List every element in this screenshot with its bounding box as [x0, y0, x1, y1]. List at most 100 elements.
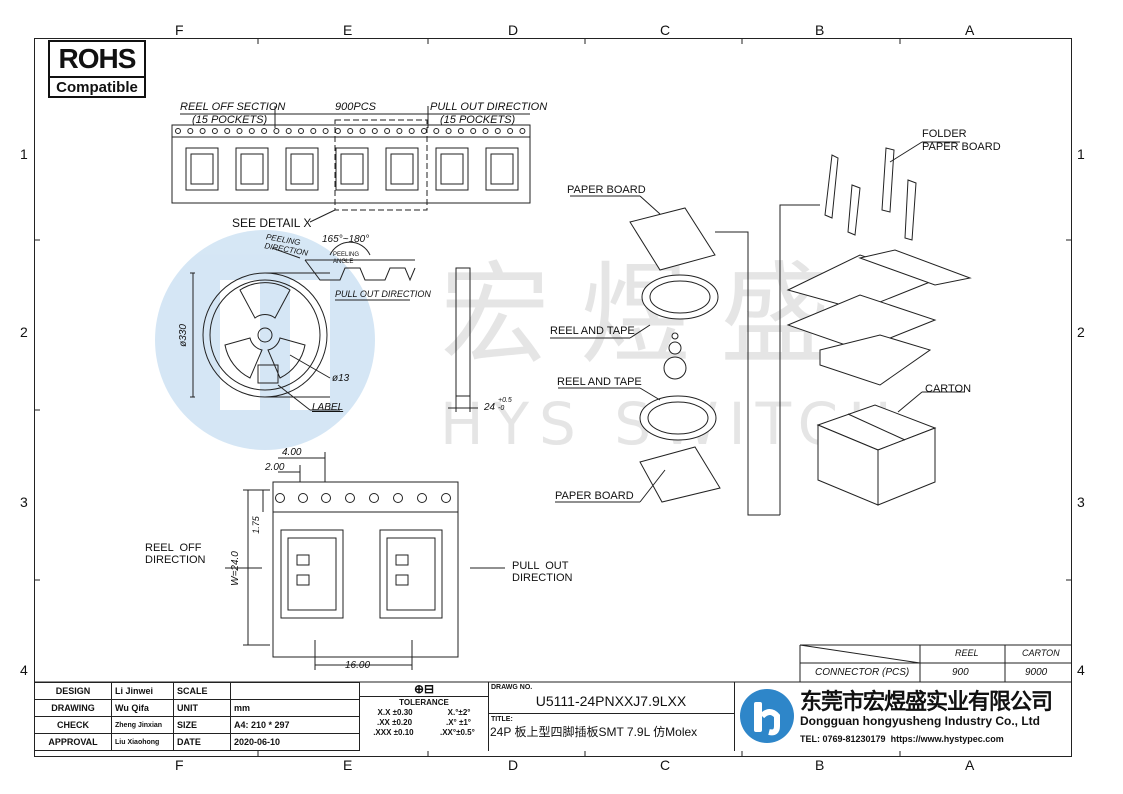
label-reel-off-section: REEL OFF SECTION	[180, 101, 286, 113]
rohs-badge: ROHS Compatible	[48, 40, 146, 98]
label-folder-paper-board: PAPER BOARD	[922, 141, 1001, 153]
label-reel-width: 24	[484, 402, 496, 413]
dim-1-75: 1.75	[250, 516, 261, 534]
unit-label: UNIT	[173, 699, 231, 717]
detail-sprocket-hole	[321, 493, 331, 503]
watermark-cn: 宏煜盛	[440, 251, 860, 379]
qty-reel-value: 900	[952, 667, 969, 678]
tape-pocket	[385, 147, 419, 191]
label-pcs-count: 900PCS	[335, 101, 376, 113]
label-carton: CARTON	[925, 383, 972, 395]
tape-pocket	[335, 147, 369, 191]
label-tol-plus: +0.5	[498, 397, 512, 404]
tape-pocket-inner	[240, 153, 264, 185]
label-pull-out-direction-top: PULL OUT DIRECTION	[430, 101, 548, 113]
qty-row-label: CONNECTOR (PCS)	[815, 667, 910, 678]
zone-left-1: 1	[20, 146, 28, 162]
rohs-title: ROHS	[50, 42, 144, 78]
sprocket-hole	[298, 128, 304, 134]
company-block: 东莞市宏煜盛实业有限公司 Dongguan hongyusheng Indust…	[734, 682, 1072, 751]
sprocket-hole	[347, 128, 354, 134]
sprocket-hole	[470, 128, 477, 134]
zone-left-3: 3	[20, 494, 28, 510]
zone-right-4: 4	[1077, 662, 1085, 678]
zone-bottom-d: D	[508, 757, 519, 773]
zone-bottom-a: A	[965, 757, 975, 773]
tape-pocket-inner	[390, 153, 414, 185]
qty-carton-value: 9000	[1025, 667, 1048, 678]
sprocket-hole	[273, 128, 280, 134]
drawing-label: DRAWING	[34, 699, 112, 717]
check-label: CHECK	[34, 716, 112, 734]
rohs-subtitle: Compatible	[56, 79, 138, 96]
tape-pocket	[485, 147, 519, 191]
scale-value	[230, 682, 360, 700]
label-pockets-right: (15 POCKETS)	[440, 114, 516, 126]
tape-pocket-inner	[290, 153, 314, 185]
label-reel-tape-2: REEL AND TAPE	[557, 376, 642, 388]
tape-pocket	[435, 147, 469, 191]
detail-x-view	[225, 452, 505, 670]
dim-w-24: W=24.0	[229, 551, 241, 586]
label-reel-off-direction: REEL OFF DIRECTION	[145, 542, 206, 566]
drawing-name: Wu Qifa	[111, 699, 174, 717]
label-hub-diameter: ø13	[332, 373, 350, 384]
sprocket-hole	[359, 128, 366, 134]
tol-row-3-a: .XXX ±0.10	[373, 728, 414, 737]
approval-name: Liu Xiaohong	[111, 733, 174, 751]
sprocket-hole	[396, 128, 403, 134]
reel-front-view	[190, 241, 416, 411]
tape-pocket-inner	[190, 153, 214, 185]
tape-pocket	[285, 147, 319, 191]
projection-symbol-icon: ⊕⊟	[413, 682, 435, 696]
detail-sprocket-hole	[369, 493, 379, 503]
reel-side-view	[448, 267, 478, 412]
tape-pocket	[235, 147, 269, 191]
unit-value: mm	[230, 699, 360, 717]
sprocket-hole	[371, 128, 378, 134]
label-see-detail: SEE DETAIL X	[232, 216, 312, 230]
tape-strip-top	[171, 106, 531, 223]
zone-bottom-e: E	[343, 757, 353, 773]
company-logo-icon	[740, 689, 794, 743]
tol-row-2-a: .XX ±0.20	[376, 718, 413, 727]
drawing-frame	[34, 38, 1072, 757]
zone-top-c: C	[660, 22, 671, 38]
company-name-en: Dongguan hongyusheng Industry Co., Ltd	[800, 714, 1040, 728]
detail-sprocket-hole	[275, 493, 285, 503]
company-name-cn: 东莞市宏煜盛实业有限公司	[800, 690, 1053, 715]
design-name: Li Jinwei	[111, 682, 174, 700]
label-peeling-angle: PEELING ANGLE	[333, 252, 360, 265]
label-tol-minus: -0	[498, 405, 505, 412]
drawing-title: 24P 板上型四脚插板SMT 7.9L 仿Molex	[490, 725, 698, 739]
detail-sprocket-hole	[417, 493, 427, 503]
zone-top-b: B	[815, 22, 825, 38]
label-reel-tape-1: REEL AND TAPE	[550, 325, 635, 337]
sprocket-hole	[445, 128, 452, 134]
drawing-no: U5111-24PNXXJ7.9LXX	[535, 693, 687, 709]
drawing-number-block: DRAWG NO. U5111-24PNXXJ7.9LXX TITLE: 24P…	[488, 682, 735, 751]
label-paper-board-2: PAPER BOARD	[555, 490, 634, 502]
date-label: DATE	[173, 733, 231, 751]
qty-header-carton: CARTON	[1022, 648, 1060, 658]
design-label: DESIGN	[34, 682, 112, 700]
sprocket-hole	[211, 128, 218, 134]
tol-row-1-b: X.°±2°	[447, 708, 471, 717]
detail-sprocket-hole	[393, 493, 403, 503]
zone-bottom-c: C	[660, 757, 671, 773]
label-pockets-left: (15 POCKETS)	[192, 114, 268, 126]
approval-label: APPROVAL	[34, 733, 112, 751]
tol-row-1-a: X.X ±0.30	[377, 708, 413, 717]
detail-sprocket-hole	[298, 493, 308, 503]
sprocket-hole	[494, 128, 501, 134]
company-web: https://www.hystypec.com	[890, 734, 1004, 744]
label-label: LABEL	[312, 402, 344, 413]
zone-bottom-b: B	[815, 757, 825, 773]
sprocket-hole	[187, 128, 194, 134]
sprocket-hole	[236, 128, 243, 134]
company-contact: TEL: 0769-81230179 https://www.hystypec.…	[800, 734, 1004, 744]
sprocket-hole	[310, 128, 317, 134]
zone-left-2: 2	[20, 324, 28, 340]
check-name: Zheng Jinxian	[111, 716, 174, 734]
